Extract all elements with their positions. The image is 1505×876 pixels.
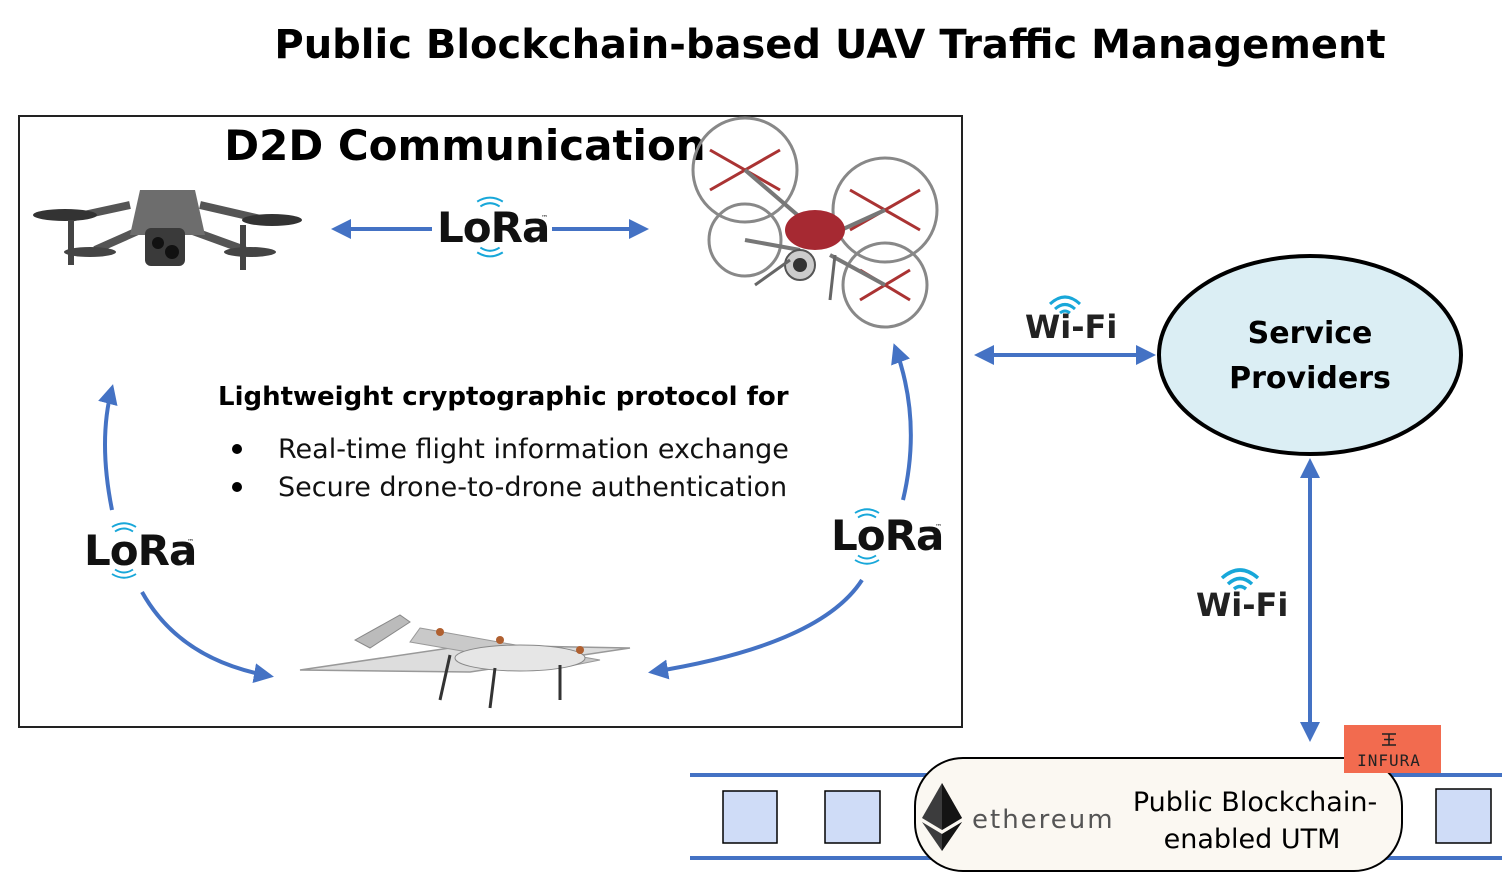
lora-link-left-down-arrow xyxy=(140,591,274,684)
infura-logo-icon xyxy=(1382,733,1396,746)
lora-logo-right: LoRa ™ xyxy=(831,508,944,565)
lora-logo-top: LoRa ™ xyxy=(437,196,550,258)
wifi-label-vertical: Wi-Fi xyxy=(1196,586,1288,624)
infura-badge xyxy=(1344,725,1441,773)
utm-label-line1: Public Blockchain- xyxy=(1133,787,1377,818)
block-1 xyxy=(722,790,778,844)
service-providers-line2: Providers xyxy=(1229,361,1391,396)
fixed-wing-vtol-drone-image xyxy=(299,614,631,709)
lora-label-left: LoRa xyxy=(84,526,196,575)
infura-label: INFURA xyxy=(1357,751,1421,770)
block-3 xyxy=(1435,788,1492,844)
lora-tm-left: ™ xyxy=(187,538,194,546)
lora-tm-top: ™ xyxy=(541,214,548,222)
service-providers-line1: Service xyxy=(1248,316,1373,351)
lora-link-right-down-arrow xyxy=(648,578,864,680)
diagram-title: Public Blockchain-based UAV Traffic Mana… xyxy=(274,22,1385,68)
ethereum-label: ethereum xyxy=(972,805,1115,835)
bullet-dot-2 xyxy=(232,482,242,492)
lora-tm-right: ™ xyxy=(935,523,942,531)
public-blockchain-utm-node xyxy=(914,757,1403,872)
quadcopter-drone-image xyxy=(33,190,302,270)
bullet-realtime-exchange: Real-time flight information exchange xyxy=(278,434,789,465)
ethereum-icon xyxy=(922,783,962,851)
lora-logo-left: LoRa ™ xyxy=(84,522,197,579)
red-quadcopter-image xyxy=(691,116,939,329)
d2d-heading: D2D Communication xyxy=(224,121,705,170)
wifi-logo-vertical: Wi-Fi xyxy=(1192,560,1297,625)
service-providers-node xyxy=(1157,254,1463,456)
bullet-secure-authentication: Secure drone-to-drone authentication xyxy=(278,472,787,503)
lora-label-right: LoRa xyxy=(831,511,943,560)
wifi-logo-horizontal: Wi-Fi xyxy=(1025,295,1117,346)
lora-label-top: LoRa xyxy=(437,203,549,252)
block-2 xyxy=(824,790,881,844)
lora-link-right-up-arrow xyxy=(891,343,913,501)
protocol-heading: Lightweight cryptographic protocol for xyxy=(218,382,789,412)
utm-label-line2: enabled UTM xyxy=(1164,824,1341,855)
wifi-label-horizontal: Wi-Fi xyxy=(1025,308,1117,346)
lora-link-left-up-arrow xyxy=(98,384,118,511)
bullet-dot-1 xyxy=(232,444,242,454)
